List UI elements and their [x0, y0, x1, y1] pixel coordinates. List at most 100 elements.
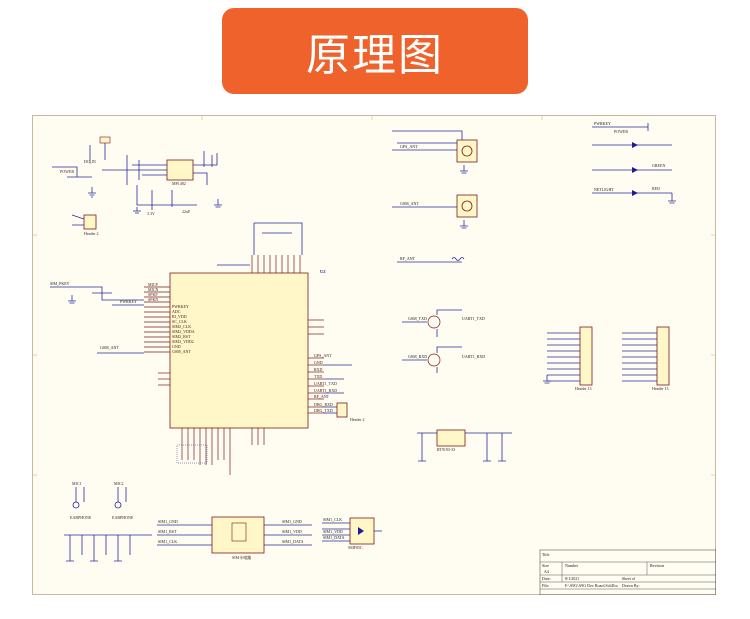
- power-section: MP1482 POWER DC_IN 3.3V 22uF Header 2: [52, 136, 222, 236]
- header2-label: Header 13: [575, 386, 592, 391]
- net-gsm-rxd: GSM_RXD: [408, 354, 427, 359]
- antenna-section: GPS_ANT GSM_ANT RF_ANT: [392, 130, 478, 263]
- uart-section: GSM_TXD UART1_TXD GSM_RXD UART1_RXD: [402, 309, 485, 373]
- title-block-drawn-label: Drawn By:: [622, 583, 640, 588]
- net-rf-ant: RF_ANT: [400, 256, 416, 261]
- title-block-revision-label: Revision: [650, 563, 664, 568]
- led-section: PWRKEY POWER GREEN RED NETLIGHT: [592, 121, 676, 204]
- svg-text:3.3V: 3.3V: [147, 211, 155, 216]
- svg-text:TXD: TXD: [314, 374, 322, 379]
- main-chip-ref: U2: [320, 269, 326, 274]
- svg-text:22uF: 22uF: [182, 209, 191, 214]
- net-esd-vdd: SIM1_VDD: [323, 529, 343, 534]
- led-green-label: GREEN: [652, 163, 665, 168]
- title-block-file: F:\A9G\A9G Dev Board.SchDoc: [565, 583, 618, 588]
- schematic-drawing: MP1482 POWER DC_IN 3.3V 22uF Header 2 U2: [32, 115, 716, 595]
- svg-text:SIM2_VDD2: SIM2_VDD2: [172, 339, 194, 344]
- net-netlight: NETLIGHT: [594, 187, 614, 192]
- header-2-right: [336, 402, 348, 418]
- ldo-chip: [436, 429, 466, 447]
- svg-text:SIM2_VDDA: SIM2_VDDA: [172, 329, 195, 334]
- header3-label: Header 13: [652, 386, 669, 391]
- svg-text:PWRKEY: PWRKEY: [172, 304, 189, 309]
- mic1-part: EARPHONE: [70, 515, 92, 520]
- net-sim-clk: SIM1_CLK: [158, 539, 177, 544]
- header1-label: Header 2: [84, 231, 99, 236]
- mic-section: MIC1 MIC2 EARPHONE EARPHONE: [64, 481, 152, 562]
- mic2-part: EARPHONE: [112, 515, 134, 520]
- esd-label: SMF05C: [348, 545, 363, 550]
- title-banner: 原理图: [222, 8, 528, 94]
- title-block-size-label: Size: [542, 563, 549, 568]
- net-pwrkey-top: PWRKEY: [594, 121, 611, 126]
- gps-antenna-connector: [456, 139, 478, 163]
- svg-text:UART1_TXD: UART1_TXD: [314, 381, 337, 386]
- schematic-sheet: [32, 115, 716, 595]
- svg-text:SPKN: SPKN: [148, 297, 158, 302]
- title-block-file-label: File:: [542, 583, 549, 588]
- svg-text:GND: GND: [172, 344, 181, 349]
- title-block-sheet-label: Sheet of: [622, 576, 636, 581]
- svg-text:SIM2_CLK: SIM2_CLK: [172, 324, 191, 329]
- net-pwrkey-left: PWRKEY: [120, 299, 137, 304]
- svg-text:DBG_RXD: DBG_RXD: [314, 402, 333, 407]
- mic2-label: MIC2: [114, 481, 124, 486]
- power-key-label: POWER: [614, 129, 628, 134]
- power-label: POWER: [60, 169, 74, 174]
- net-sim-rst: SIM1_RST: [158, 529, 177, 534]
- headers-section: Header 13 Header 13: [543, 326, 670, 391]
- net-sim-data: SIM1_DATA: [282, 539, 304, 544]
- main-module: U2 MICP MICN SPKP SPKN PWRKEY ADC RI_VDD…: [50, 222, 365, 475]
- svg-text:RF_ANT: RF_ANT: [314, 394, 330, 399]
- mic1-label: MIC1: [72, 481, 82, 486]
- header-2-top: [83, 214, 97, 230]
- esd-section: SIM1_CLK SIM1_VDD SIM1_DATA SMF05C: [322, 517, 382, 550]
- svg-text:UART1_RXD: UART1_RXD: [314, 388, 337, 393]
- svg-text:DC_IN: DC_IN: [84, 159, 96, 164]
- led-red-label: RED: [652, 186, 660, 191]
- svg-text:SIM2_RST: SIM2_RST: [172, 334, 191, 339]
- net-sim-gnd-right: SIM1_GND: [282, 519, 302, 524]
- header-13-a: [579, 326, 593, 386]
- net-uart1-txd: UART1_TXD: [462, 316, 485, 321]
- svg-text:ADC: ADC: [172, 309, 181, 314]
- sim-card-chip: [211, 516, 265, 554]
- regulator-label: MP1482: [172, 181, 186, 186]
- sheet-border-ticks: [32, 115, 716, 476]
- title-block-number-label: Number: [565, 563, 579, 568]
- net-sim-pkey: SIM_PKEY: [50, 281, 70, 286]
- title-block-date: 8/1/2021: [565, 576, 579, 581]
- banner-title: 原理图: [306, 30, 444, 81]
- svg-text:SPKP: SPKP: [148, 292, 158, 297]
- svg-text:GND: GND: [314, 360, 323, 365]
- svg-text:MICP: MICP: [148, 282, 159, 287]
- svg-text:RI_VDD: RI_VDD: [172, 314, 187, 319]
- svg-text:DBG_TXD: DBG_TXD: [314, 408, 333, 413]
- sim-card-section: SIM1_GND SIM1_RST SIM1_CLK SIM1_GND SIM1…: [157, 516, 312, 560]
- net-esd-data: SIM1_DATA: [323, 535, 345, 540]
- header-13-b: [656, 326, 670, 386]
- net-gsm-ant: GSM_ANT: [400, 201, 419, 206]
- ldo-label: RT9193-33: [437, 447, 455, 452]
- ldo-section: RT9193-33: [417, 429, 512, 462]
- svg-text:MICN: MICN: [148, 287, 159, 292]
- main-chip-left-pin-labels: MICP MICN SPKP SPKN PWRKEY ADC RI_VDD SC…: [148, 282, 195, 354]
- net-gsm-txd: GSM_TXD: [408, 316, 427, 321]
- svg-text:GPS_ANT: GPS_ANT: [314, 353, 332, 358]
- header4-label: Header 2: [350, 417, 365, 422]
- title-block-size: A4: [544, 569, 549, 574]
- title-block-date-label: Date:: [542, 576, 551, 581]
- svg-text:RXD: RXD: [314, 367, 323, 372]
- gsm-antenna-connector: [456, 194, 478, 218]
- net-sim-vdd: SIM1_VDD: [282, 529, 302, 534]
- svg-text:SC_CLK: SC_CLK: [172, 319, 187, 324]
- net-esd-clk: SIM1_CLK: [323, 517, 342, 522]
- main-chip: [169, 272, 309, 429]
- main-chip-right-pin-labels: GPS_ANT GND RXD TXD UART1_TXD UART1_RXD …: [314, 353, 337, 413]
- title-block: Title Size A4 Number Revision Date: 8/1/…: [539, 549, 716, 595]
- sim-card-label: SIM卡电路: [232, 554, 251, 560]
- net-gps-ant: GPS_ANT: [400, 144, 418, 149]
- net-gps-ant-left: GSM_ANT: [100, 345, 119, 350]
- svg-text:GSM_ANT: GSM_ANT: [172, 349, 191, 354]
- regulator-chip: [166, 159, 194, 181]
